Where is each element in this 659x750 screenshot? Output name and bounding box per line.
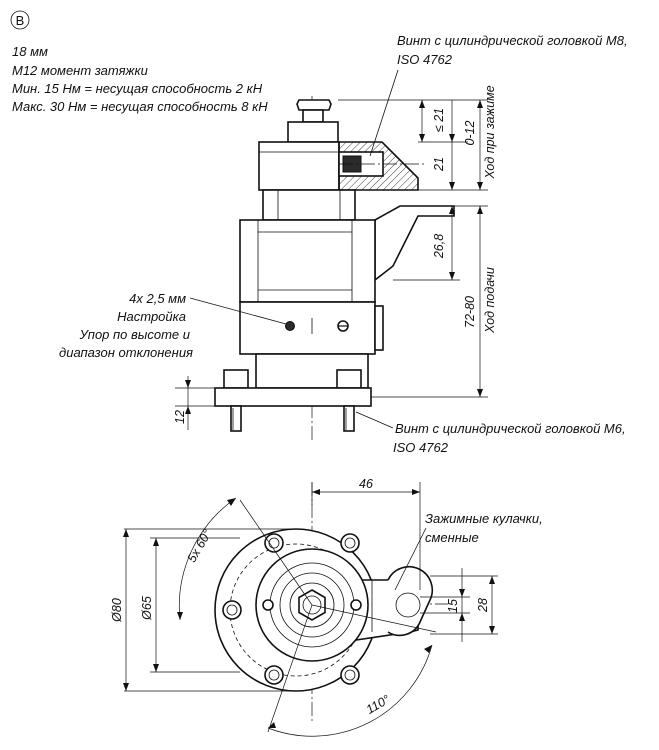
dim-0-12: 0-12 [463, 120, 477, 145]
dim-clamp-stroke: Ход при зажиме [483, 85, 497, 179]
screw-shank-right [343, 405, 355, 432]
jaw-bore [395, 592, 421, 618]
dim-65: Ø65 [140, 596, 154, 621]
leader-adjust [189, 297, 287, 325]
neck [262, 189, 356, 221]
body-ring-right [374, 305, 384, 351]
note-line-1: 18 мм [12, 44, 48, 59]
callout-m6-line1: Винт с цилиндрической головкой M6, [395, 421, 626, 436]
body-screw-left-icon [262, 599, 274, 611]
bolt-head [287, 121, 339, 143]
bolt-shank [302, 109, 324, 123]
note-line-2: M12 момент затяжки [12, 63, 148, 78]
dim-110: 110° [364, 692, 393, 717]
callout-m8-line2: ISO 4762 [397, 52, 453, 67]
dim-12: 12 [173, 410, 187, 424]
side-dimensions: ≤ 21 21 0-12 Ход при зажиме 26,8 72-80 Х… [173, 85, 497, 430]
callout-adjust-line2: Настройка [117, 309, 186, 324]
mount-hole-5 [340, 665, 360, 685]
mount-hole-1 [264, 533, 284, 553]
top-view [214, 482, 448, 733]
side-callouts: Винт с цилиндрической головкой M8, ISO 4… [59, 33, 628, 455]
top-callouts: Зажимные кулачки, сменные [394, 511, 543, 591]
dim-28: 28 [476, 598, 490, 613]
arc-110 [267, 644, 433, 737]
view-label-b: B [10, 10, 30, 30]
note-line-4: Макс. 30 Нм = несущая способность 8 кН [12, 99, 268, 114]
callout-m8-line1: Винт с цилиндрической головкой M8, [397, 33, 628, 48]
bolt-top [296, 99, 332, 111]
leader-m6 [355, 411, 394, 429]
adjust-hole-icon [285, 321, 295, 331]
side-view [214, 96, 455, 442]
jaw-screw-icon [350, 599, 362, 611]
callout-adjust-line3: Упор по высоте и [79, 327, 190, 342]
base-plate [214, 387, 372, 407]
screw-head-right [336, 369, 362, 389]
adjust-screw-icon [337, 320, 349, 332]
main-body-lower [239, 301, 376, 355]
callout-jaws-line1: Зажимные кулачки, [425, 511, 543, 526]
callout-adjust-line1: 4x 2,5 мм [129, 291, 186, 306]
arc-5x60 [179, 497, 237, 621]
mount-hole-3 [222, 600, 242, 620]
screw-shank-left [230, 405, 242, 432]
notes-block: 18 мм M12 момент затяжки Мин. 15 Нм = не… [12, 44, 268, 114]
dim-5x60: 5x 60° [185, 527, 215, 565]
callout-adjust-line4: диапазон отклонения [59, 345, 193, 360]
jaw-rounded-end [387, 565, 434, 637]
clamp-head [258, 141, 340, 191]
body-circle-inner [279, 572, 345, 638]
dim-le21: ≤ 21 [432, 108, 446, 132]
note-line-3: Мин. 15 Нм = несущая способность 2 кН [12, 81, 263, 96]
callout-m6-line2: ISO 4762 [393, 440, 449, 455]
leader-jaws [394, 527, 427, 591]
dim-21: 21 [432, 157, 446, 172]
dim-15: 15 [446, 599, 460, 613]
mount-hole-2 [340, 533, 360, 553]
dim-46: 46 [359, 477, 373, 491]
dim-feed-stroke: Ход подачи [483, 267, 497, 334]
dim-26-8: 26,8 [432, 234, 446, 259]
main-body-upper [239, 219, 376, 303]
hub-ring [289, 582, 335, 628]
dim-80: Ø80 [110, 598, 124, 623]
callout-jaws-line2: сменные [425, 530, 479, 545]
screw-head-left [223, 369, 249, 389]
view-label-circle [10, 10, 30, 30]
view-letter: B [16, 13, 25, 28]
center-bore [302, 595, 322, 615]
mount-hole-4 [264, 665, 284, 685]
leader-m8 [369, 69, 399, 157]
dim-72-80: 72-80 [463, 296, 477, 328]
